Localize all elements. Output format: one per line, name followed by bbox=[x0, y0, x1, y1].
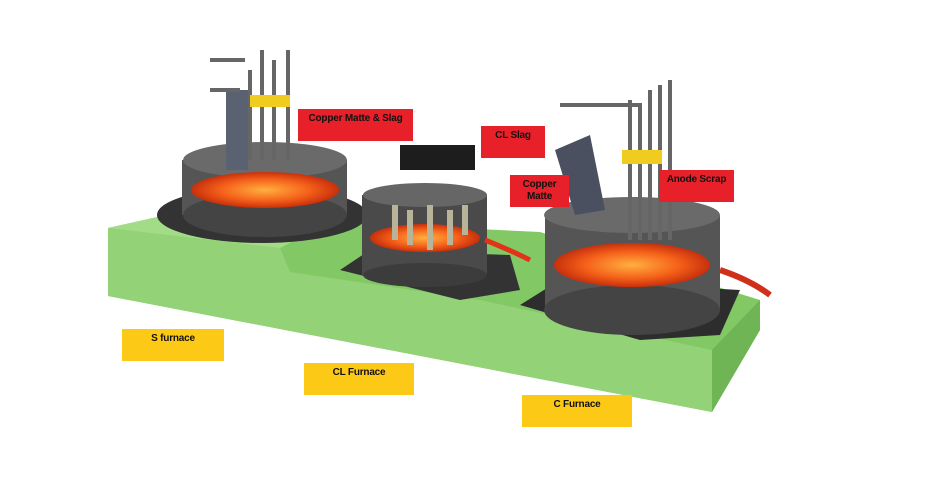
label-copper-matte-and-slag: Copper Matte & Slag bbox=[298, 109, 413, 141]
label-cl-slag: CL Slag bbox=[481, 126, 545, 158]
cl-furnace-graphic bbox=[340, 145, 532, 300]
label-c-furnace: C Furnace bbox=[522, 395, 632, 427]
c-furnace-graphic bbox=[520, 80, 772, 340]
label-s-furnace: S furnace bbox=[122, 329, 224, 361]
label-copper-matte: Copper Matte bbox=[510, 175, 569, 207]
label-cl-furnace: CL Furnace bbox=[304, 363, 414, 395]
label-anode-scrap: Anode Scrap bbox=[659, 170, 734, 202]
s-furnace-graphic bbox=[157, 50, 367, 243]
